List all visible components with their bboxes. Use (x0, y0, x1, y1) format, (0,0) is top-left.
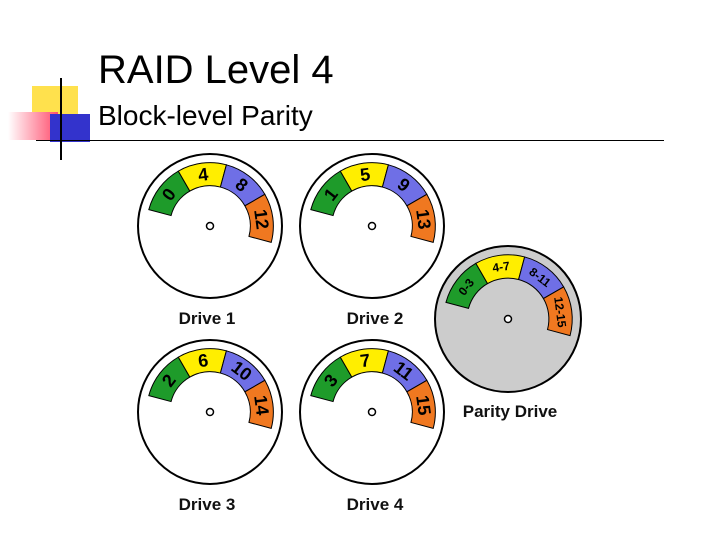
slide-subtitle: Block-level Parity (98, 100, 313, 131)
drive-label: Drive 1 (179, 309, 236, 328)
spindle-hole (205, 407, 215, 417)
block-segment (406, 193, 436, 244)
block-label: 14 (250, 394, 272, 416)
block-label: 12-15 (551, 296, 569, 329)
block-label: 7 (359, 350, 372, 371)
block-segment (244, 379, 274, 430)
slide-title: RAID Level 4 (98, 48, 334, 92)
drive-label: Drive 3 (179, 495, 236, 514)
decorative-blue-square (50, 114, 90, 142)
decorative-red-bar (8, 112, 58, 140)
block-label: 13 (412, 208, 434, 230)
block-label: 15 (412, 394, 434, 416)
spindle-hole (367, 407, 377, 417)
block-label: 4-7 (492, 259, 511, 275)
spindle-hole (503, 314, 513, 324)
title-underline (36, 140, 664, 141)
drive-label: Drive 2 (347, 309, 404, 328)
block-label: 4 (197, 164, 210, 185)
spindle-hole (205, 221, 215, 231)
block-segment (542, 286, 573, 337)
block-label: 6 (197, 350, 210, 371)
block-segment (406, 379, 436, 430)
block-segment (244, 193, 274, 244)
drive-label: Drive 4 (347, 495, 404, 514)
spindle-hole (367, 221, 377, 231)
decorative-vertical-line (60, 78, 62, 160)
block-label: 12 (250, 208, 272, 230)
drive-label: Parity Drive (463, 402, 558, 421)
block-label: 5 (359, 164, 372, 185)
